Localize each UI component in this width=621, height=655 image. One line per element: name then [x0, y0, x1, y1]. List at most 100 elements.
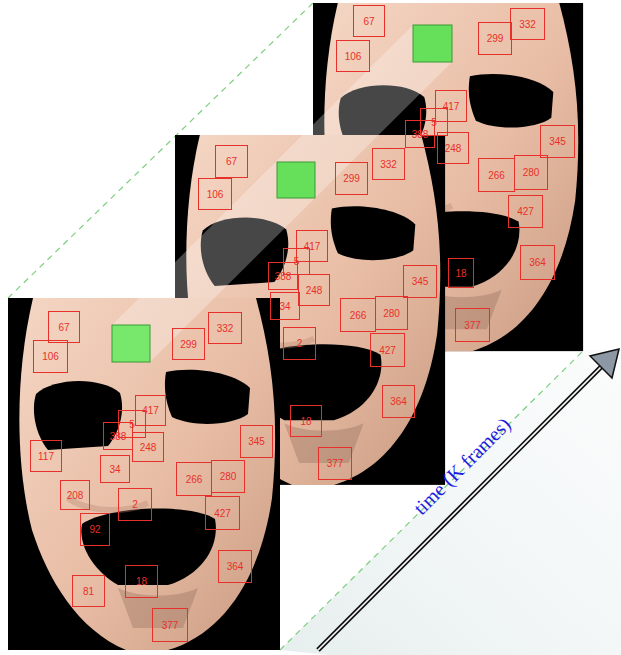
feature-box: 248: [437, 132, 469, 164]
callout-number: 364: [529, 257, 546, 268]
axis-label: time (K frames): [409, 413, 515, 519]
callout-number: 345: [549, 136, 566, 147]
feature-box: 364: [218, 550, 252, 583]
feature-box: 18: [125, 565, 158, 598]
callout-number: 92: [89, 524, 100, 535]
feature-box: 332: [372, 148, 405, 180]
feature-box: 377: [152, 608, 188, 642]
callout-number: 388: [110, 431, 127, 442]
callout-number: 5: [431, 117, 437, 128]
callout-number: 2: [132, 499, 138, 510]
feature-box: 248: [132, 432, 164, 462]
feature-box: 92: [80, 513, 110, 546]
callout-number: 18: [300, 416, 311, 427]
feature-box: 377: [455, 308, 490, 342]
feature-box: 417: [296, 230, 328, 262]
feature-box: 67: [48, 311, 80, 343]
callout-number: 427: [214, 508, 231, 519]
feature-box: 388: [268, 262, 298, 290]
feature-box: 299: [478, 22, 512, 55]
callout-number: 34: [279, 301, 290, 312]
feature-box: 248: [298, 274, 330, 306]
callout-number: 18: [455, 268, 466, 279]
feature-box: 266: [478, 158, 515, 192]
feature-box: 427: [370, 333, 405, 367]
feature-box: 280: [375, 296, 408, 330]
callout-number: 364: [227, 561, 244, 572]
callout-number: 280: [383, 308, 400, 319]
callout-number: 117: [38, 451, 54, 462]
feature-box: 106: [336, 40, 370, 72]
feature-box: 332: [208, 312, 242, 344]
feature-box: 332: [510, 8, 545, 40]
feature-box: 67: [215, 145, 248, 178]
callout-number: 299: [180, 339, 197, 350]
callout-number: 417: [304, 241, 321, 252]
callout-number: 427: [379, 345, 396, 356]
callout-number: 345: [248, 436, 265, 447]
feature-box: 34: [270, 292, 300, 320]
feature-box: 280: [514, 155, 548, 190]
feature-box: 364: [382, 385, 415, 418]
callout-number: 67: [363, 16, 374, 27]
feature-box: 345: [240, 425, 273, 458]
callout-number: 266: [488, 170, 505, 181]
feature-box: 18: [290, 405, 322, 437]
callout-number: 106: [42, 351, 59, 362]
callout-number: 266: [350, 310, 367, 321]
callout-number: 280: [220, 471, 237, 482]
feature-box: 266: [340, 298, 376, 332]
callout-number: 377: [464, 320, 481, 331]
feature-box: 106: [33, 340, 68, 373]
callout-number: 345: [412, 276, 429, 287]
callout-number: 299: [343, 173, 360, 184]
feature-box: 2: [118, 488, 152, 521]
feature-box: 417: [435, 90, 467, 122]
callout-number: 332: [217, 323, 234, 334]
callout-number: 332: [380, 159, 397, 170]
callout-number: 427: [517, 206, 534, 217]
callout-number: 106: [207, 189, 224, 200]
feature-box: 427: [205, 496, 240, 530]
callout-number: 332: [519, 19, 536, 30]
callout-number: 388: [275, 271, 292, 282]
callout-number: 34: [109, 464, 120, 475]
feature-box: 106: [198, 178, 232, 210]
callout-number: 248: [140, 442, 157, 453]
feature-box: 377: [318, 447, 352, 480]
callout-number: 106: [345, 51, 362, 62]
feature-box: 117: [30, 440, 62, 472]
callout-number: 299: [487, 33, 504, 44]
callout-number: 5: [129, 419, 135, 430]
feature-box: 388: [405, 120, 435, 148]
callout-number: 377: [327, 458, 344, 469]
feature-box: 299: [172, 328, 205, 360]
feature-box: 208: [60, 480, 90, 510]
feature-box: 18: [448, 258, 474, 288]
feature-box: 345: [403, 265, 437, 298]
callout-number: 208: [67, 490, 84, 501]
callout-number: 2: [297, 338, 303, 349]
feature-box: 345: [540, 125, 575, 158]
callout-number: 81: [83, 586, 94, 597]
callout-number: 67: [58, 322, 69, 333]
feature-box: 280: [211, 460, 245, 493]
callout-number: 364: [390, 396, 407, 407]
callout-number: 280: [523, 167, 540, 178]
feature-box: 2: [283, 327, 316, 360]
feature-box: 427: [508, 195, 543, 228]
callout-number: 266: [186, 474, 203, 485]
callout-number: 417: [443, 101, 460, 112]
feature-box: 388: [103, 422, 133, 450]
callout-number: 377: [162, 620, 179, 631]
feature-box: 266: [176, 462, 212, 496]
feature-box: 81: [72, 575, 105, 607]
feature-box: 34: [100, 455, 130, 483]
callout-number: 248: [445, 143, 462, 154]
callout-number: 248: [306, 285, 323, 296]
callout-number: 388: [412, 129, 429, 140]
callout-number: 67: [226, 156, 237, 167]
feature-box: 67: [353, 5, 385, 37]
callout-number: 18: [136, 576, 147, 587]
feature-box: 299: [335, 162, 368, 195]
